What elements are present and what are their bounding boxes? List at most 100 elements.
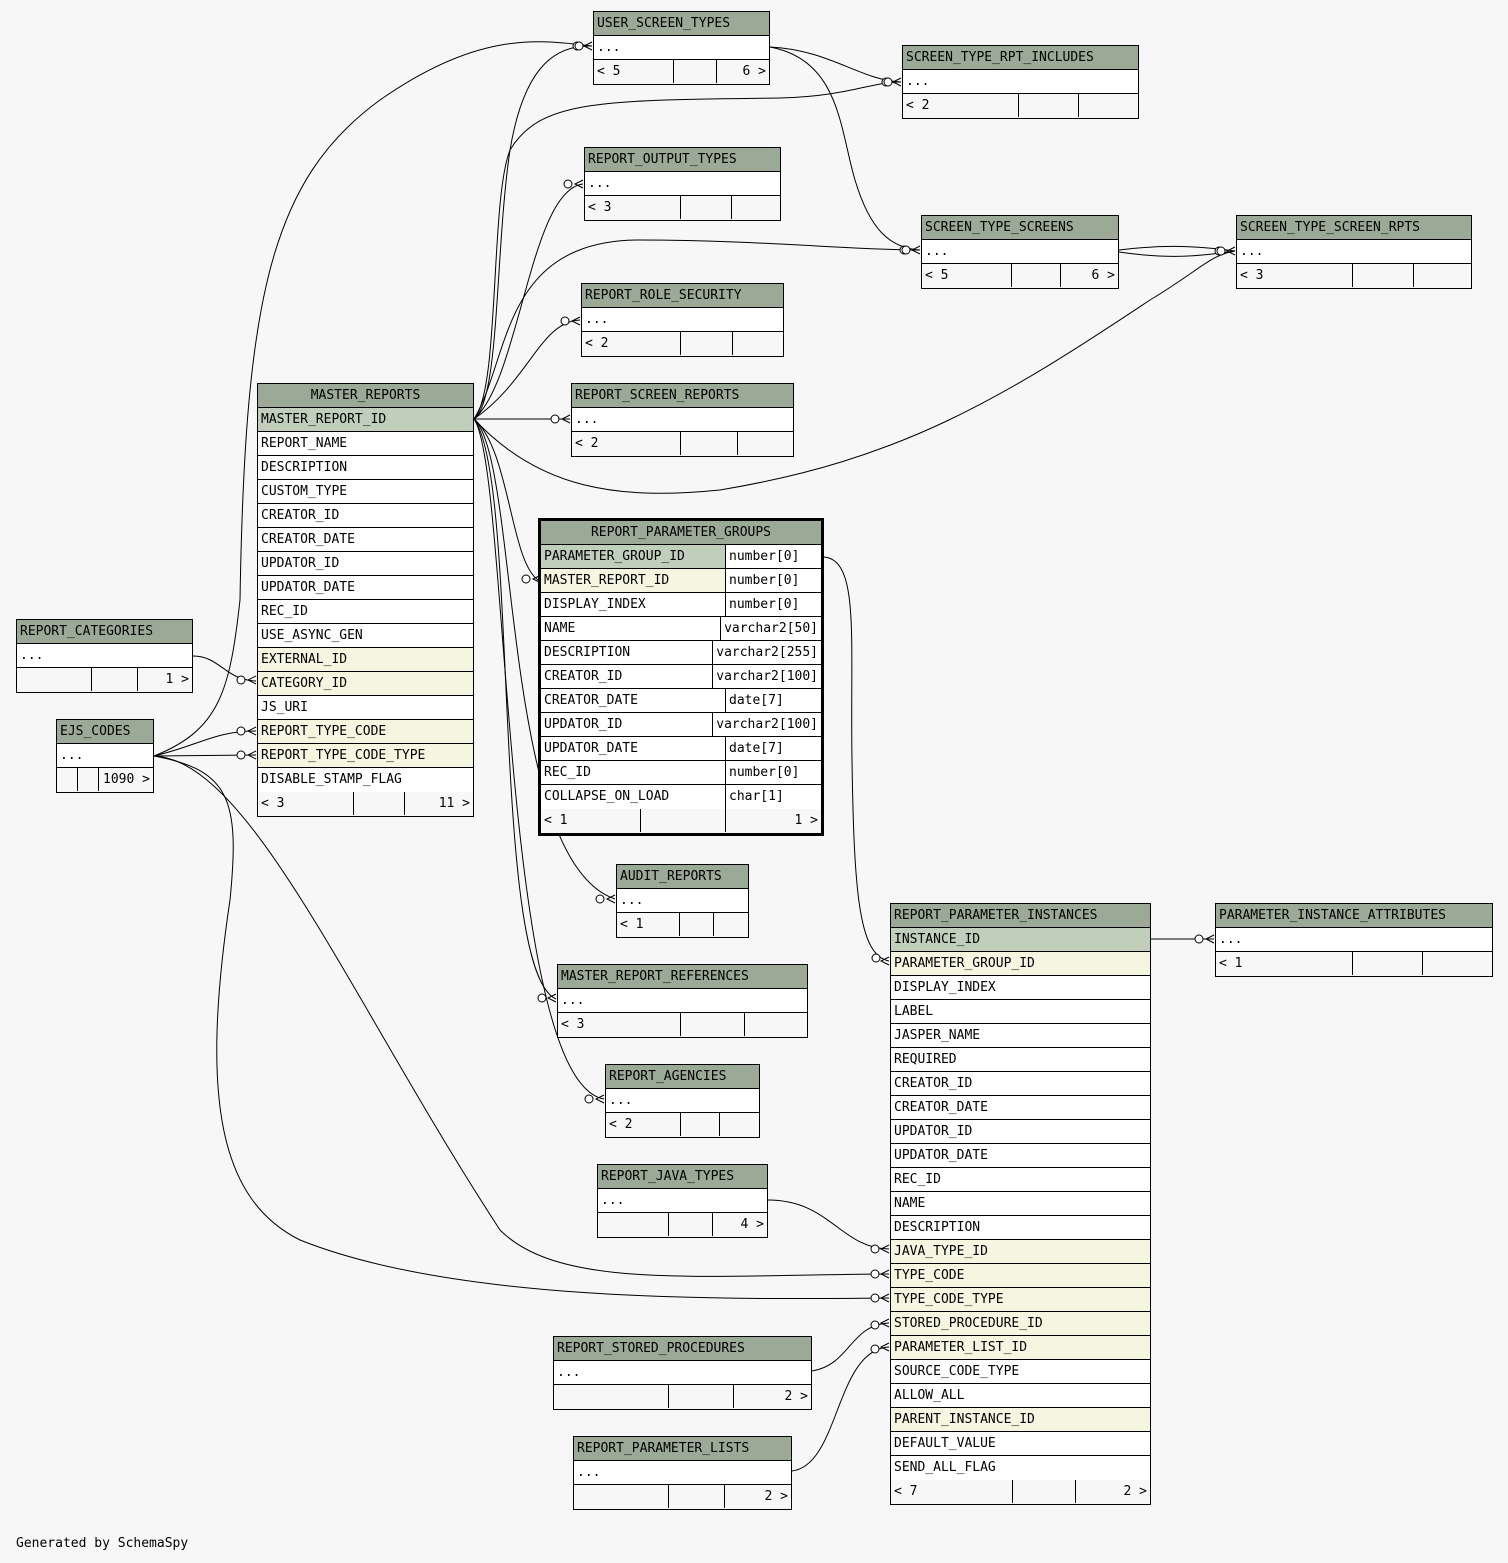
table-screen-type-screen-rpts[interactable]: SCREEN_TYPE_SCREEN_RPTS ... < 3 (1236, 215, 1472, 289)
column-type: number[0] (725, 761, 821, 784)
column-name: CREATOR_DATE (544, 693, 638, 708)
children-count: 2 > (724, 1485, 791, 1508)
children-count (1422, 952, 1492, 975)
table-screen-type-rpt-includes[interactable]: SCREEN_TYPE_RPT_INCLUDES ... < 2 (902, 45, 1139, 119)
table-name: REPORT_PARAMETER_GROUPS (541, 521, 821, 545)
table-name: EJS_CODES (57, 720, 153, 744)
table-column-row[interactable]: UPDATOR_DATE (258, 576, 473, 600)
table-column-row[interactable]: UPDATOR_DATE (891, 1144, 1150, 1168)
table-column-row[interactable]: DISPLAY_INDEX (891, 976, 1150, 1000)
table-column-row[interactable]: REPORT_TYPE_CODE (258, 720, 473, 744)
column-name: PARAMETER_GROUP_ID (544, 549, 685, 564)
table-column-row[interactable]: SOURCE_CODE_TYPE (891, 1360, 1150, 1384)
table-report-stored-procedures[interactable]: REPORT_STORED_PROCEDURES ... 2 > (553, 1336, 812, 1410)
table-parameter-instance-attributes[interactable]: PARAMETER_INSTANCE_ATTRIBUTES ... < 1 (1215, 903, 1493, 977)
parents-count: < 3 (1240, 268, 1264, 283)
link-user-screen-types-screens (769, 46, 921, 251)
relationship-counts: 1 > (17, 668, 192, 692)
table-name: AUDIT_REPORTS (617, 865, 748, 889)
table-column-row[interactable]: INSTANCE_ID (891, 928, 1150, 952)
table-report-agencies[interactable]: REPORT_AGENCIES ... < 2 (605, 1064, 760, 1138)
table-column-row[interactable]: DESCRIPTION (258, 456, 473, 480)
table-column-row[interactable]: DESCRIPTION (891, 1216, 1150, 1240)
table-column-row[interactable]: REQUIRED (891, 1048, 1150, 1072)
table-name: REPORT_CATEGORIES (17, 620, 192, 644)
parents-count: < 3 (261, 796, 285, 811)
table-report-output-types[interactable]: REPORT_OUTPUT_TYPES ... < 3 (584, 147, 781, 221)
table-column-row[interactable]: PARAMETER_LIST_ID (891, 1336, 1150, 1360)
table-column-row[interactable]: CUSTOM_TYPE (258, 480, 473, 504)
table-ejs-codes[interactable]: EJS_CODES ... 1090 > (56, 719, 154, 793)
table-report-java-types[interactable]: REPORT_JAVA_TYPES ... 4 > (597, 1164, 768, 1238)
table-report-screen-reports[interactable]: REPORT_SCREEN_REPORTS ... < 2 (571, 383, 794, 457)
table-column-row[interactable]: REC_ID (891, 1168, 1150, 1192)
relationship-counts: < 2 (582, 332, 783, 356)
table-column-row[interactable]: REPORT_NAME (258, 432, 473, 456)
table-column-row[interactable]: USE_ASYNC_GEN (258, 624, 473, 648)
table-name: REPORT_JAVA_TYPES (598, 1165, 767, 1189)
table-column-row[interactable]: CREATOR_DATE (891, 1096, 1150, 1120)
table-column-row[interactable]: PARENT_INSTANCE_ID (891, 1408, 1150, 1432)
link-screens-master-reports (473, 239, 921, 420)
table-column-row[interactable]: MASTER_REPORT_ID (258, 408, 473, 432)
columns-ellipsis: ... (1237, 240, 1471, 264)
table-report-parameter-groups[interactable]: REPORT_PARAMETER_GROUPS PARAMETER_GROUP_… (538, 518, 824, 836)
relationship-endpoint-markers (236, 41, 1226, 1354)
table-column-row[interactable]: PARAMETER_GROUP_ID (891, 952, 1150, 976)
link-user-screen-types-ejs (153, 41, 593, 757)
table-report-role-security[interactable]: REPORT_ROLE_SECURITY ... < 2 (581, 283, 784, 357)
relationship-counts: 2 > (554, 1385, 811, 1409)
children-count: 1090 > (98, 768, 153, 791)
table-column-row[interactable]: TYPE_CODE_TYPE (891, 1288, 1150, 1312)
table-column-row[interactable]: EXTERNAL_ID (258, 648, 473, 672)
table-column-row[interactable]: STORED_PROCEDURE_ID (891, 1312, 1150, 1336)
table-column-row[interactable]: JS_URI (258, 696, 473, 720)
parents-count (598, 1213, 668, 1236)
table-column-row[interactable]: CREATOR_ID (258, 504, 473, 528)
table-column-row[interactable]: ALLOW_ALL (891, 1384, 1150, 1408)
table-column-row[interactable]: DISABLE_STAMP_FLAG (261, 772, 402, 787)
table-column-row[interactable]: DEFAULT_VALUE (891, 1432, 1150, 1456)
children-count (1413, 264, 1471, 287)
table-column-row[interactable]: CREATOR_ID (891, 1072, 1150, 1096)
table-audit-reports[interactable]: AUDIT_REPORTS ... < 1 (616, 864, 749, 938)
children-count: 11 > (404, 792, 473, 815)
parents-count (57, 768, 77, 791)
column-name: COLLAPSE_ON_LOAD (544, 789, 670, 804)
table-column-row[interactable]: JAVA_TYPE_ID (891, 1240, 1150, 1264)
table-column-row[interactable]: LABEL (891, 1000, 1150, 1024)
table-column-row[interactable]: SEND_ALL_FLAG (894, 1460, 996, 1475)
table-column-row[interactable]: REC_ID (258, 600, 473, 624)
columns-ellipsis: ... (617, 889, 748, 913)
table-column-row[interactable]: NAME (891, 1192, 1150, 1216)
table-column-row[interactable]: UPDATOR_ID (891, 1120, 1150, 1144)
table-master-report-references[interactable]: MASTER_REPORT_REFERENCES ... < 3 (557, 964, 808, 1038)
table-column-row[interactable]: JASPER_NAME (891, 1024, 1150, 1048)
columns-ellipsis: ... (606, 1089, 759, 1113)
table-column-row[interactable]: UPDATOR_ID (258, 552, 473, 576)
table-column-row[interactable]: REPORT_TYPE_CODE_TYPE (258, 744, 473, 768)
link-ejs-type-code-type (153, 755, 890, 1300)
table-report-categories[interactable]: REPORT_CATEGORIES ... 1 > (16, 619, 193, 693)
table-report-parameter-lists[interactable]: REPORT_PARAMETER_LISTS ... 2 > (573, 1436, 792, 1510)
table-column-row[interactable]: CREATOR_DATE (258, 528, 473, 552)
parents-count: < 3 (561, 1017, 585, 1032)
table-column-row[interactable]: CATEGORY_ID (258, 672, 473, 696)
column-name: NAME (544, 621, 576, 636)
table-column-row[interactable]: TYPE_CODE (891, 1264, 1150, 1288)
